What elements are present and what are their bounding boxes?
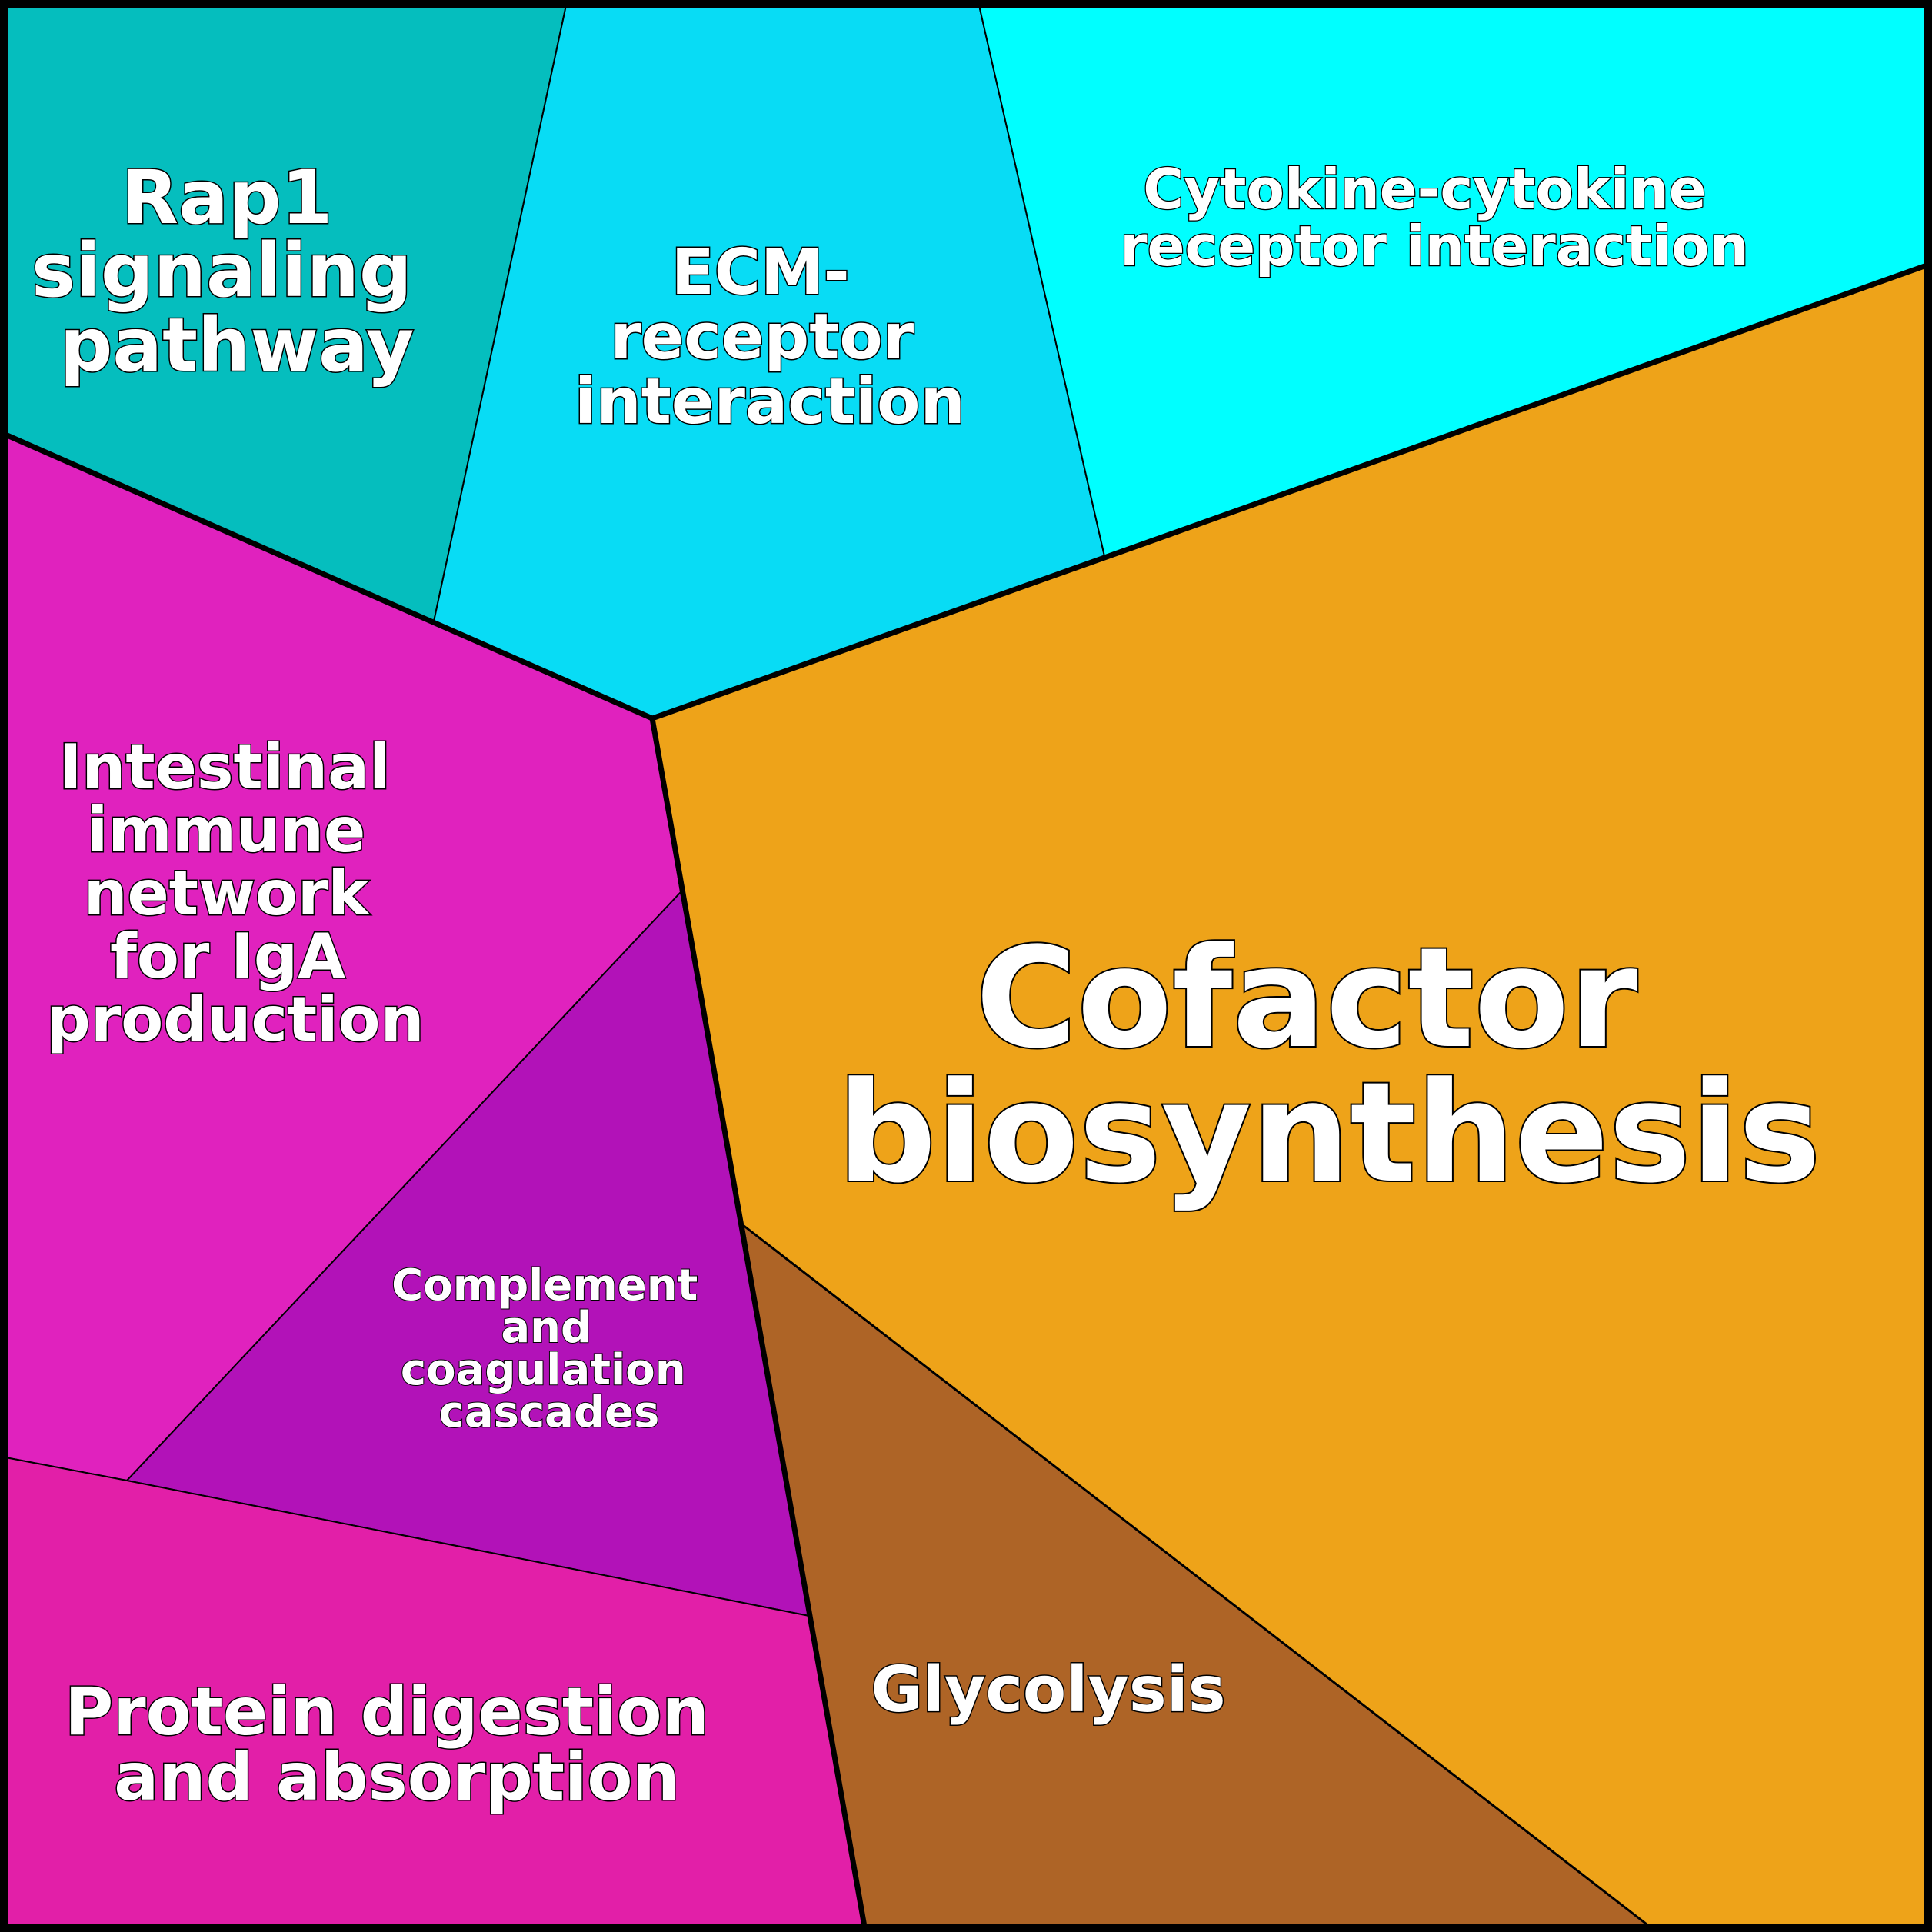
group-boundary-lower	[649, 718, 868, 1927]
label-cofactor: Cofactor biosynthesis	[837, 918, 1820, 1214]
label-cytokine: Cytokine-cytokine receptor interaction	[1120, 157, 1749, 278]
label-rap1: Rap1 signaling pathway	[32, 155, 438, 388]
label-ecm: ECM- receptor interaction	[575, 236, 965, 438]
label-protein: Protein digestion and absorption	[65, 1674, 732, 1816]
label-glycolysis: Glycolysis	[871, 1654, 1225, 1727]
label-intestinal: Intestinal immune network for IgA produc…	[47, 731, 425, 1055]
label-complement: Complement and coagulation cascades	[391, 1261, 713, 1437]
